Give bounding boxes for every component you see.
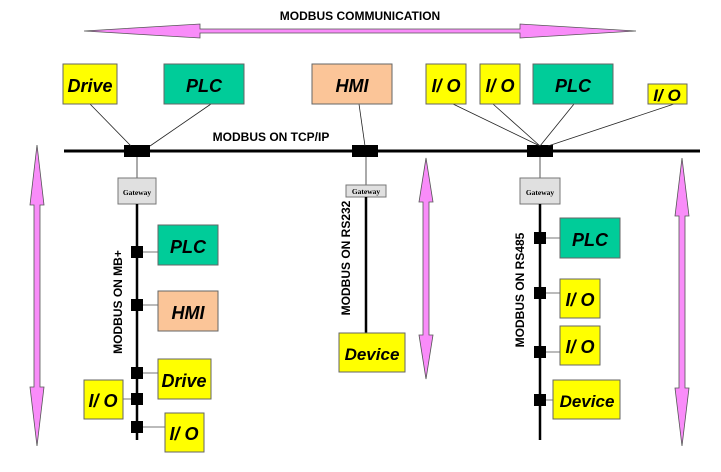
communication-arrow-vertical-left [29,144,45,447]
tcpip-bus-label: MODBUS ON TCP/IP [213,130,330,144]
mbplus-device-plc[interactable]: PLC [157,224,219,266]
svg-text:I/ O: I/ O [565,290,594,310]
top-device-io-2[interactable]: I/ O [479,63,521,105]
svg-text:I/ O: I/ O [485,76,514,96]
communication-arrow-vertical-right [674,157,690,447]
mbplus-device-hmi[interactable]: HMI [157,290,219,332]
svg-text:Device: Device [560,392,615,411]
top-device-hmi[interactable]: HMI [311,63,393,105]
svg-text:I/ O: I/ O [88,391,117,411]
svg-text:Drive: Drive [67,76,112,96]
bus-tap-3 [527,145,553,157]
top-device-io-3[interactable]: I/ O [647,83,688,105]
top-device-drive[interactable]: Drive [62,63,118,105]
svg-text:PLC: PLC [572,230,609,250]
svg-text:I/ O: I/ O [653,86,680,105]
rs485-device-device[interactable]: Device [552,379,621,420]
svg-text:PLC: PLC [170,237,207,257]
mbplus-drop-lines [122,251,165,428]
rs485-device-io-1[interactable]: I/ O [559,278,601,319]
top-device-io-1[interactable]: I/ O [425,63,467,105]
rs232-bus-label: MODBUS ON RS232 [339,200,353,315]
top-device-plc-2[interactable]: PLC [532,63,614,105]
communication-arrow-vertical-middle [418,157,434,380]
rs485-taps [534,232,546,406]
gateway-rs485[interactable]: Gateway [519,177,561,205]
bus-tap-2 [352,145,378,157]
title-label: MODBUS COMMUNICATION [280,9,440,23]
gateway-mbplus[interactable]: Gateway [117,177,157,205]
top-drop-lines [89,103,675,147]
svg-text:PLC: PLC [555,76,592,96]
svg-text:Gateway: Gateway [352,187,381,196]
gateway-rs232[interactable]: Gateway [345,184,387,198]
svg-text:Gateway: Gateway [526,188,555,197]
rs485-device-io-2[interactable]: I/ O [559,325,601,366]
rs485-drop-lines [546,237,560,401]
svg-text:I/ O: I/ O [431,76,460,96]
svg-text:PLC: PLC [186,76,223,96]
svg-text:HMI: HMI [336,76,370,96]
svg-text:I/ O: I/ O [169,424,198,444]
bus-tap-1 [124,145,150,157]
svg-text:I/ O: I/ O [565,337,594,357]
rs232-device[interactable]: Device [338,332,406,373]
mbplus-device-io-1[interactable]: I/ O [83,379,124,420]
mbplus-device-io-2[interactable]: I/ O [164,412,205,453]
mbplus-taps [131,246,143,433]
mbplus-device-drive[interactable]: Drive [157,358,212,400]
svg-text:Gateway: Gateway [123,188,152,197]
rs485-device-plc[interactable]: PLC [559,217,621,259]
svg-text:HMI: HMI [172,303,206,323]
top-device-plc-1[interactable]: PLC [163,63,245,105]
mbplus-bus-label: MODBUS ON MB+ [111,250,125,354]
communication-arrow-horizontal [83,23,637,39]
rs485-bus-label: MODBUS ON RS485 [513,232,527,347]
svg-text:Drive: Drive [161,371,206,391]
svg-text:Device: Device [345,345,400,364]
